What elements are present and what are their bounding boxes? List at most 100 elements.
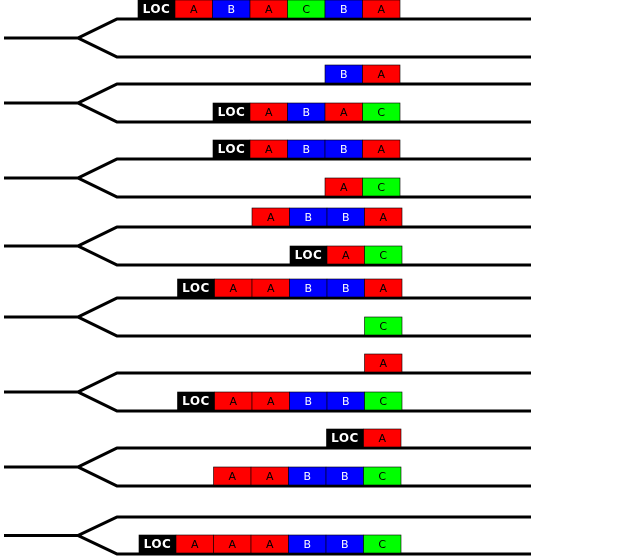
track-upper <box>77 371 531 394</box>
wagon-a-label: A <box>228 538 236 551</box>
lower-wagon-b: B <box>287 102 326 122</box>
lower-wagon-a: A <box>326 245 365 265</box>
upper-wagon-a: A <box>364 353 403 373</box>
wagon-a-label: A <box>190 3 198 16</box>
lower-locomotive: LOC <box>289 245 328 265</box>
wagon-b-label: B <box>342 395 350 408</box>
wagon-b-label: B <box>302 106 310 119</box>
wagon-a-label: A <box>379 211 387 224</box>
wagon-a-label: A <box>379 282 387 295</box>
upper-wagon-b: B <box>289 207 328 227</box>
upper-wagon-a: A <box>249 139 288 159</box>
lower-wagon-b: B <box>325 466 364 486</box>
upper-wagon-b: B <box>324 139 363 159</box>
track-lower <box>77 244 531 267</box>
lower-wagon-b: B <box>288 466 327 486</box>
lower-wagon-a: A <box>213 466 252 486</box>
wagon-c-body <box>364 391 403 411</box>
wagon-c-label: C <box>378 470 386 483</box>
upper-locomotive: LOC <box>137 0 176 19</box>
lower-wagon-b: B <box>326 391 365 411</box>
track-lower <box>77 390 531 413</box>
wagon-a-body <box>364 207 403 227</box>
wagon-b-label: B <box>303 538 311 551</box>
upper-wagon-a: A <box>249 0 288 19</box>
wagon-a-label: A <box>191 538 199 551</box>
upper-train: A <box>364 353 403 373</box>
wagon-b-label: B <box>342 282 350 295</box>
locomotive-label: LOC <box>143 2 171 16</box>
wagon-b-label: B <box>340 68 348 81</box>
wagon-c-body <box>362 177 401 197</box>
lower-wagon-c: C <box>364 245 403 265</box>
wagon-a-label: A <box>340 106 348 119</box>
wagon-a-label: A <box>379 357 387 370</box>
lower-wagon-a: A <box>324 102 363 122</box>
wagon-a-label: A <box>265 143 273 156</box>
upper-locomotive: LOC <box>212 139 251 159</box>
locomotive-label: LOC <box>295 248 323 262</box>
wagon-a-label: A <box>377 3 385 16</box>
wagon-b-label: B <box>304 211 312 224</box>
wagon-a-label: A <box>228 470 236 483</box>
wagon-a-label: A <box>267 395 275 408</box>
lower-wagon-c: C <box>364 391 403 411</box>
wagon-a-label: A <box>342 249 350 262</box>
upper-wagon-a: A <box>251 278 290 298</box>
wagon-a-label: A <box>377 68 385 81</box>
lower-wagon-a: A <box>251 391 290 411</box>
wagon-c-body <box>363 466 402 486</box>
lower-train: LOC A C <box>289 245 403 265</box>
lower-wagon-c: C <box>362 102 401 122</box>
wagon-b-label: B <box>304 395 312 408</box>
upper-wagon-a: A <box>364 278 403 298</box>
upper-wagon-b: B <box>324 0 363 19</box>
track-lower <box>77 36 531 59</box>
wagon-a-label: A <box>378 432 386 445</box>
track-lower <box>77 315 531 338</box>
wagon-c-body <box>364 316 403 336</box>
lower-locomotive: LOC <box>212 102 251 122</box>
track-upper <box>77 446 531 469</box>
track-upper <box>77 82 531 105</box>
wagon-a-label: A <box>340 181 348 194</box>
wagon-b-label: B <box>302 143 310 156</box>
lower-wagon-a: A <box>175 534 214 554</box>
wagon-a-body <box>362 0 401 19</box>
wagon-a-label: A <box>266 538 274 551</box>
upper-wagon-b: B <box>287 139 326 159</box>
upper-wagon-a: A <box>362 0 401 19</box>
wagon-b-label: B <box>341 538 349 551</box>
wagon-b-label: B <box>340 3 348 16</box>
lower-wagon-a: A <box>249 102 288 122</box>
upper-wagon-a: A <box>362 64 401 84</box>
lower-wagon-c: C <box>363 534 402 554</box>
lower-wagon-a: A <box>214 391 253 411</box>
locomotive-label: LOC <box>182 394 210 408</box>
wagon-a-body <box>362 64 401 84</box>
upper-locomotive: LOC <box>177 278 215 298</box>
wagon-a-label: A <box>265 3 273 16</box>
lower-wagon-c: C <box>362 177 401 197</box>
locomotive-label: LOC <box>218 142 246 156</box>
wagon-b-label: B <box>303 470 311 483</box>
wagon-b-label: B <box>227 3 235 16</box>
upper-wagon-b: B <box>289 278 328 298</box>
wagon-b-label: B <box>340 143 348 156</box>
track-upper <box>77 515 531 537</box>
track-upper <box>77 17 531 40</box>
wagon-c-label: C <box>379 249 387 262</box>
upper-wagon-b: B <box>212 0 251 19</box>
wagon-c-label: C <box>377 181 385 194</box>
wagon-a-label: A <box>267 211 275 224</box>
wagon-c-body <box>363 534 402 554</box>
wagon-c-body <box>362 102 401 122</box>
